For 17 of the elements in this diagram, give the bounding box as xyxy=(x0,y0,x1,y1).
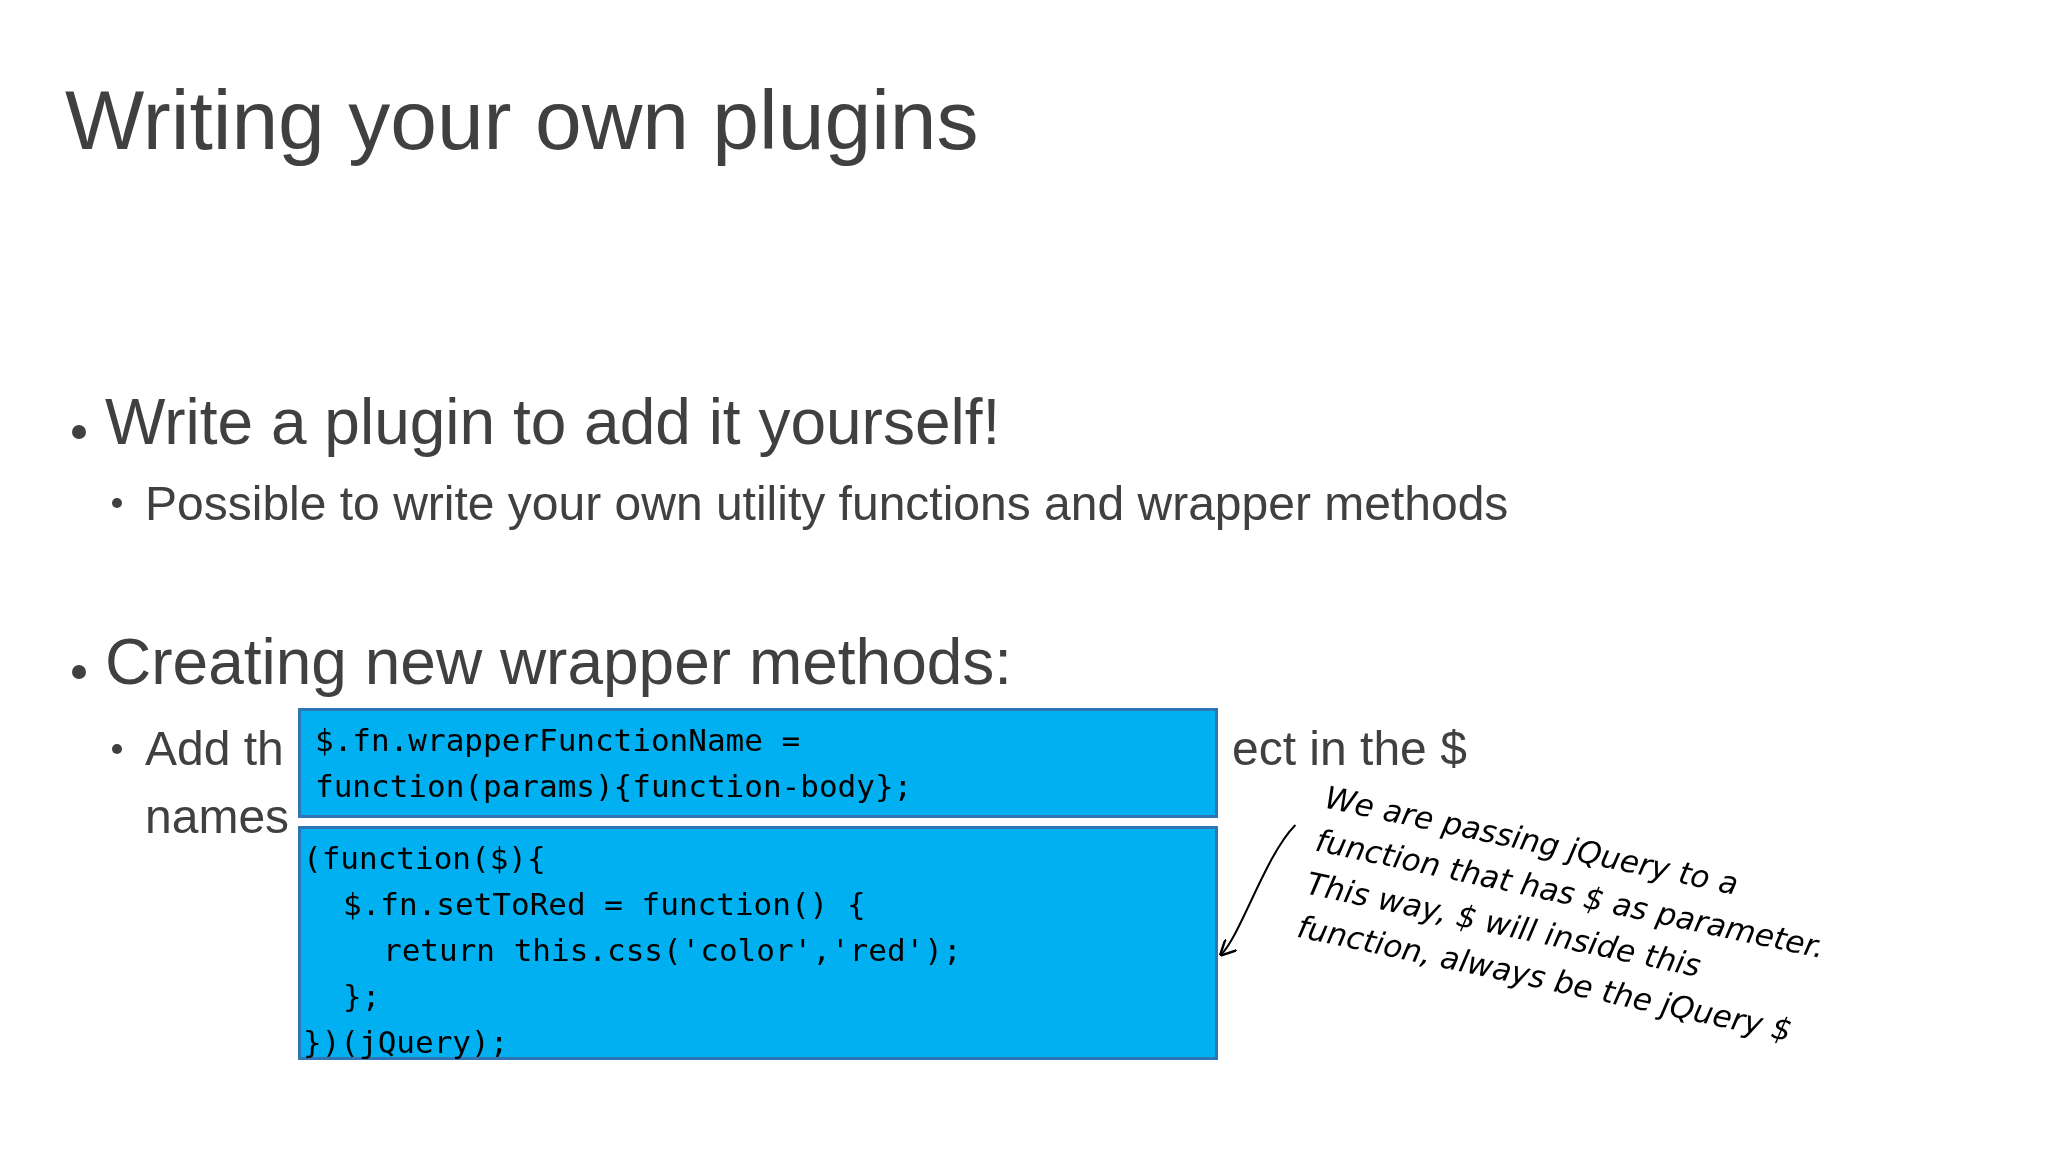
slide-title: Writing your own plugins xyxy=(65,72,979,169)
bullet-text: Creating new wrapper methods: xyxy=(105,625,1013,699)
code-line: $.fn.setToRed = function() { xyxy=(342,885,867,924)
bullet-text: Possible to write your own utility functions and wrapper methods xyxy=(145,476,1510,532)
code-line: $.fn.wrapperFunctionName = function(params){function-body}; xyxy=(315,721,914,806)
code-line: })(jQuery); xyxy=(303,1023,510,1062)
leader-line xyxy=(1218,824,1297,958)
bullet-text: Write a plugin to add it yourself! xyxy=(105,385,1001,459)
code-box xyxy=(298,826,1218,1060)
code-line: (function($){ xyxy=(303,839,547,878)
code-line: }; xyxy=(342,977,382,1016)
code-line: return this.css('color','red'); xyxy=(382,931,963,970)
bullet-text-fragment: Add th xyxy=(145,721,284,777)
bullet-text-fragment: names xyxy=(145,789,290,845)
code-box xyxy=(298,708,1218,818)
bullet-text-fragment: ect in the $ xyxy=(1232,721,1467,777)
handwritten-note: We are passing jQuery to a function that has $ as parameter. This way, $ will inside this function, always be the jQuery $ xyxy=(1293,775,1839,1056)
